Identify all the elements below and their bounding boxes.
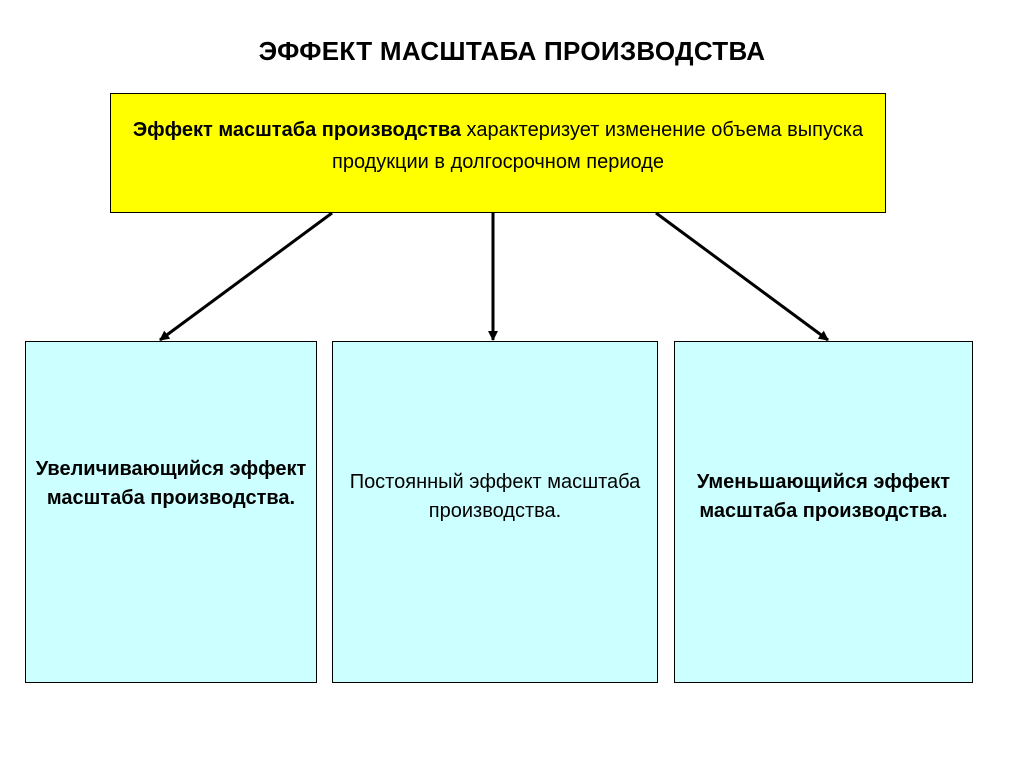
decreasing-returns-label: Уменьшающийся эффект масштаба производст… xyxy=(696,471,951,522)
definition-text: Эффект масштаба производства характеризу… xyxy=(131,114,865,178)
constant-returns-label: Постоянный эффект масштаба производства. xyxy=(349,471,641,522)
increasing-returns-box: Увеличивающийся эффект масштаба производ… xyxy=(25,341,317,683)
arrow-to-increasing xyxy=(159,211,333,342)
definition-term: Эффект масштаба производства xyxy=(132,119,461,141)
decreasing-returns-box: Уменьшающийся эффект масштаба производст… xyxy=(674,341,973,683)
arrow-to-decreasing xyxy=(655,211,829,342)
definition-box: Эффект масштаба производства характеризу… xyxy=(110,93,886,213)
increasing-returns-label: Увеличивающийся эффект масштаба производ… xyxy=(35,458,307,509)
diagram-title: ЭФФЕКТ МАСШТАБА ПРОИЗВОДСТВА xyxy=(258,36,766,66)
constant-returns-box: Постоянный эффект масштаба производства. xyxy=(332,341,658,683)
definition-description: характеризует изменение объема выпуска п… xyxy=(331,119,864,173)
